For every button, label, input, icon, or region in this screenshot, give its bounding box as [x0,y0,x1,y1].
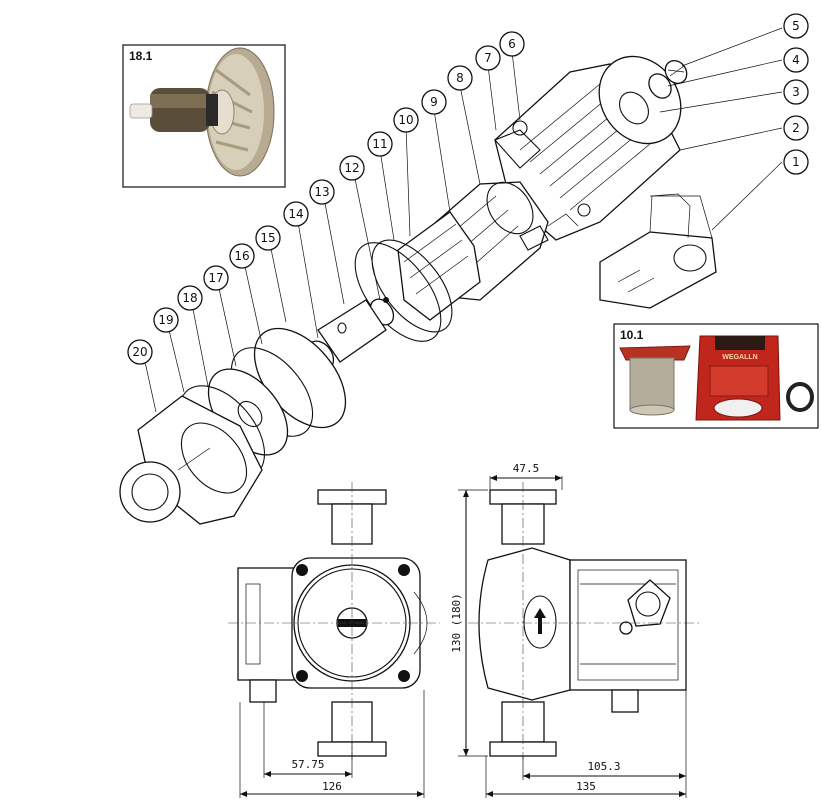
callout-16: 16 [229,243,255,269]
callout-18: 18 [177,285,203,311]
dim-width-side: 135 [576,780,596,793]
inset-cartridge: 10.1 WEGALLN [613,323,819,429]
dim-motor-offset: 105.3 [587,760,620,773]
callout-label: 11 [372,137,387,151]
callout-6: 6 [499,31,525,57]
callout-label: 17 [208,271,223,285]
dim-top-width: 47.5 [513,462,540,475]
dim-height: 130 (180) [450,593,463,653]
callout-11: 11 [367,131,393,157]
inset-impeller: 18.1 [122,44,286,188]
callout-1: 1 [783,149,809,175]
red-terminal-housing-photo: WEGALLN [695,335,781,421]
callout-10: 10 [393,107,419,133]
callout-12: 12 [339,155,365,181]
dim-inlet-offset: 57.75 [291,758,324,771]
callout-13: 13 [309,179,335,205]
callout-label: 10 [398,113,413,127]
callout-15: 15 [255,225,281,251]
part-rotor [317,299,387,363]
callout-label: 12 [344,161,359,175]
callout-label: 20 [132,345,147,359]
side-dimensions: 47.5 130 (180) 105.3 135 [450,462,687,798]
side-view [468,482,700,760]
callout-label: 8 [456,71,464,85]
callout-label: 13 [314,185,329,199]
callout-label: 19 [158,313,173,327]
part-terminal-box [599,193,717,309]
front-dimensions: 57.75 126 [239,690,425,798]
impeller-photo [129,47,275,177]
part-cartridge [397,211,481,321]
o-ring-photo [786,382,814,412]
callout-17: 17 [203,265,229,291]
callout-19: 19 [153,307,179,333]
callout-label: 15 [260,231,275,245]
callout-leaders [141,27,783,413]
callout-label: 4 [792,53,800,67]
callout-2: 2 [783,115,809,141]
callout-7: 7 [475,45,501,71]
callout-3: 3 [783,79,809,105]
inset-impeller-title: 18.1 [129,49,153,63]
dim-width-front: 126 [322,780,342,793]
callout-label: 5 [792,19,800,33]
exploded-view: 1 2 3 4 5 6 7 8 9 10 11 12 13 14 15 16 1… [119,13,809,525]
callout-label: 7 [484,51,492,65]
front-view [228,482,440,760]
callout-label: 9 [430,95,438,109]
housing-brand-text: WEGALLN [722,354,757,361]
callout-20: 20 [127,339,153,365]
callout-8: 8 [447,65,473,91]
part-washer [648,73,672,99]
callout-label: 14 [288,207,303,221]
callout-label: 1 [792,155,800,169]
part-pump-body [119,395,263,525]
callout-9: 9 [421,89,447,115]
callout-label: 6 [508,37,516,51]
cartridge-sleeve-photo [619,345,691,416]
callout-label: 16 [234,249,249,263]
callout-label: 2 [792,121,800,135]
callout-label: 18 [182,291,197,305]
callout-14: 14 [283,201,309,227]
inset-cartridge-title: 10.1 [620,328,644,342]
callout-5: 5 [783,13,809,39]
part-plug [664,59,688,85]
callout-4: 4 [783,47,809,73]
callout-label: 3 [792,85,800,99]
